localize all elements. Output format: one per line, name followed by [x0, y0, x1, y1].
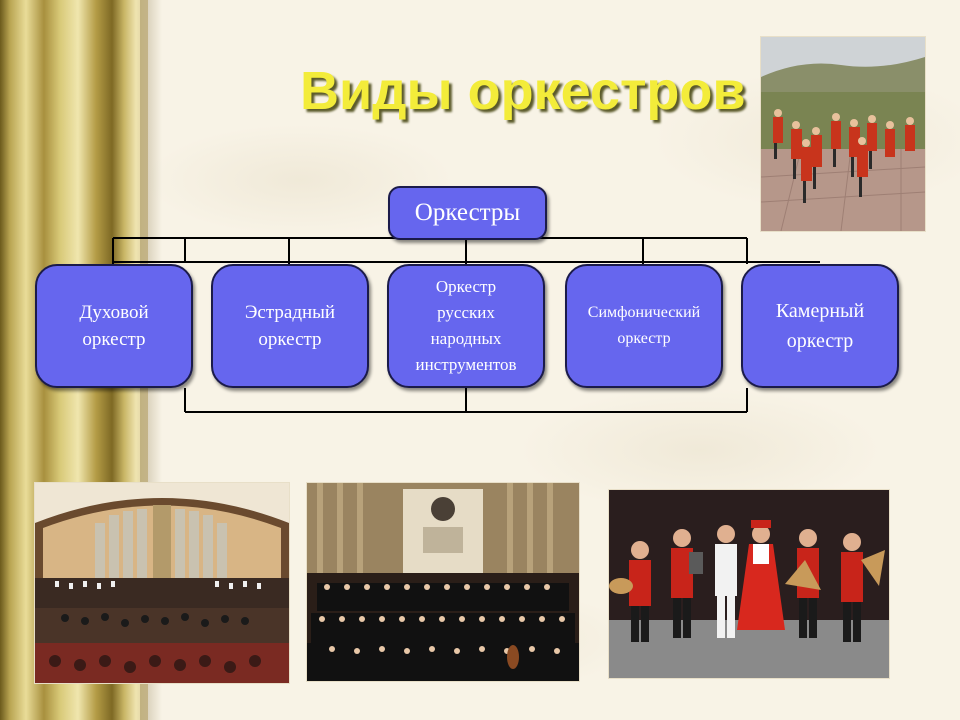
node-wind-orchestra: Духовой оркестр	[35, 264, 193, 388]
node-variety-orchestra: Эстрадный оркестр	[211, 264, 369, 388]
node-russian-folk-orchestra: Оркестр русских народных инструментов	[387, 264, 545, 388]
node-orchestras-root: Оркестры	[388, 186, 547, 240]
symphony-orchestra-stage-photo	[306, 482, 580, 682]
concert-hall-orchestra-photo	[34, 482, 290, 684]
node-chamber-orchestra: Камерный оркестр	[741, 264, 899, 388]
folk-ensemble-costumes-photo	[608, 489, 890, 679]
node-symphony-orchestra: Симфонический оркестр	[565, 264, 723, 388]
